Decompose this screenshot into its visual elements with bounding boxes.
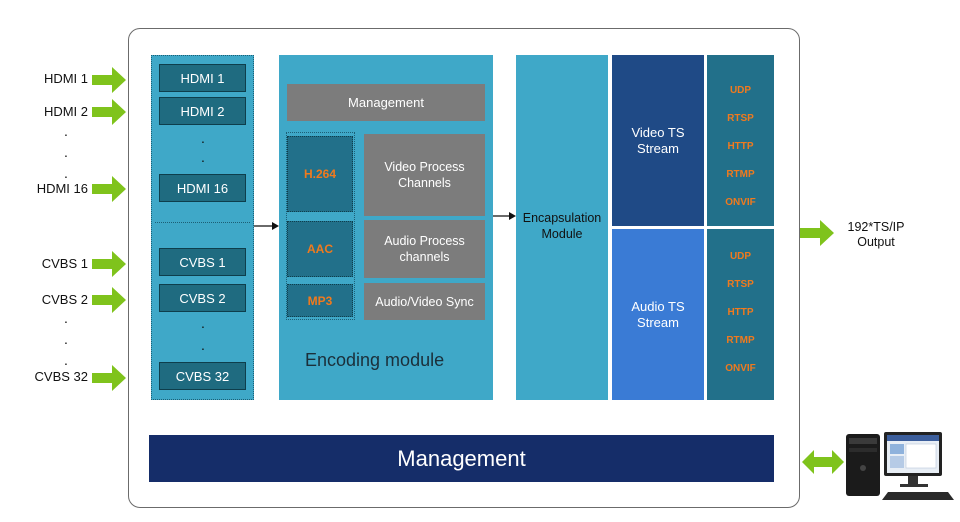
protocol-rtmp: RTMP [726,169,755,180]
input-arrow-icon [92,67,126,93]
protocol-http: HTTP [727,307,754,318]
input-box-cvbs-1: CVBS 1 [159,248,246,276]
audio-protocol-panel [707,229,774,400]
ellipsis-dot: . [64,310,68,326]
protocol-rtmp: RTMP [726,335,755,346]
divider [155,222,250,223]
ellipsis-dot: . [64,352,68,368]
video-process-channels: Video Process Channels [364,134,485,216]
encoding-management-box: Management [287,84,485,121]
ellipsis-dot: . [64,331,68,347]
input-arrow-icon [92,251,126,277]
ellipsis-dot: . [201,337,205,353]
audio-video-sync: Audio/Video Sync [364,283,485,320]
codec-group [286,132,355,320]
protocol-rtsp: RTSP [727,113,754,124]
ellipsis-dot: . [64,123,68,139]
input-arrow-icon [92,99,126,125]
audio-process-channels: Audio Process channels [364,220,485,278]
input-box-cvbs-32: CVBS 32 [159,362,246,390]
desktop-computer-icon [846,432,954,500]
protocol-udp: UDP [729,251,752,262]
ellipsis-dot: . [201,130,205,146]
codec-aac: AAC [287,221,353,277]
video-protocol-panel [707,55,774,226]
ellipsis-dot: . [64,144,68,160]
input-arrow-icon [92,365,126,391]
protocol-http: HTTP [727,141,754,152]
protocol-rtsp: RTSP [727,279,754,290]
flow-arrow-icon [254,222,279,230]
input-label-cvbs-1: CVBS 1 [41,256,88,271]
input-label-hdmi-16: HDMI 16 [36,181,88,196]
output-label: 192*TS/IP Output [847,220,905,249]
audio-ts-stream: Audio TS Stream [612,229,704,400]
protocol-udp: UDP [729,85,752,96]
ellipsis-dot: . [64,165,68,181]
codec-mp3: MP3 [287,284,353,317]
ellipsis-dot: . [201,315,205,331]
protocol-onvif: ONVIF [725,197,756,208]
input-box-hdmi-16: HDMI 16 [159,174,246,202]
input-arrow-icon [92,287,126,313]
input-label-hdmi-1: HDMI 1 [43,71,88,86]
input-label-cvbs-32: CVBS 32 [34,369,88,384]
ellipsis-dot: . [201,149,205,165]
video-ts-stream: Video TS Stream [612,55,704,226]
input-box-cvbs-2: CVBS 2 [159,284,246,312]
double-arrow-icon [802,450,844,474]
input-box-hdmi-2: HDMI 2 [159,97,246,125]
input-box-hdmi-1: HDMI 1 [159,64,246,92]
output-arrow-icon [800,220,834,246]
input-arrow-icon [92,176,126,202]
input-label-hdmi-2: HDMI 2 [43,104,88,119]
protocol-onvif: ONVIF [725,363,756,374]
encapsulation-module-label: Encapsulation Module [522,211,602,241]
flow-arrow-icon [493,212,516,220]
input-label-cvbs-2: CVBS 2 [41,292,88,307]
codec-h264: H.264 [287,136,353,212]
management-bar: Management [149,435,774,482]
encoding-module-label: Encoding module [305,350,445,370]
encapsulation-module-panel [516,55,608,400]
